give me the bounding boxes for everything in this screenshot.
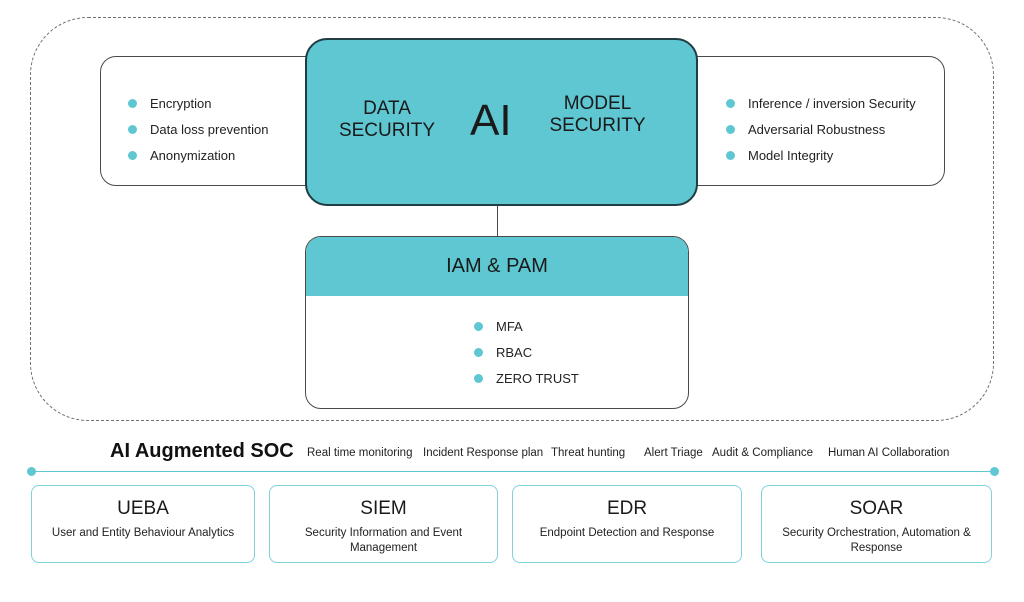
card-subtitle: Security Information and Event Managemen… (304, 527, 463, 554)
bullet-dot-icon (474, 373, 483, 383)
list-item: Encryption (128, 90, 269, 116)
timeline-end-dot-icon (990, 467, 999, 476)
list-item: RBAC (474, 339, 579, 365)
list-item: ZERO TRUST (474, 365, 579, 391)
soc-title: AI Augmented SOC (110, 440, 294, 462)
bullet-dot-icon (726, 98, 735, 108)
bullet-dot-icon (474, 321, 483, 331)
soar-card: SOAR Security Orchestration, Automation … (761, 485, 992, 563)
model-security-label: MODEL SECURITY (549, 93, 646, 136)
bullet-dot-icon (128, 124, 137, 134)
model-security-list: Inference / inversion Security Adversari… (726, 90, 916, 168)
card-subtitle: Security Orchestration, Automation & Res… (782, 527, 971, 554)
edr-card: EDR Endpoint Detection and Response (512, 485, 742, 563)
connector-line (497, 206, 499, 236)
bullet-dot-icon (726, 124, 735, 134)
list-item: Data loss prevention (128, 116, 269, 142)
list-item: Adversarial Robustness (726, 116, 916, 142)
data-security-label: DATA SECURITY (338, 98, 436, 141)
card-title: EDR (606, 498, 648, 519)
bullet-dot-icon (128, 98, 137, 108)
timeline-start-dot-icon (27, 467, 36, 476)
siem-card: SIEM Security Information and Event Mana… (269, 485, 498, 563)
list-item: MFA (474, 313, 579, 339)
card-title: SIEM (360, 498, 407, 519)
card-title: UEBA (117, 498, 169, 519)
soc-tag: Audit & Compliance (712, 447, 813, 459)
list-item: Anonymization (128, 142, 269, 168)
ai-security-boundary (30, 17, 994, 421)
card-subtitle: Endpoint Detection and Response (539, 527, 715, 539)
soc-tag: Threat hunting (551, 447, 626, 459)
card-subtitle: User and Entity Behaviour Analytics (51, 527, 235, 539)
ueba-card: UEBA User and Entity Behaviour Analytics (31, 485, 255, 563)
ai-core-pill (313, 55, 683, 185)
iam-pam-panel: IAM & PAM (305, 236, 689, 409)
iam-pam-list: MFA RBAC ZERO TRUST (474, 313, 579, 391)
ai-label: AI (470, 96, 512, 145)
data-security-list: Encryption Data loss prevention Anonymiz… (128, 90, 269, 168)
soc-tag: Incident Response plan (423, 447, 544, 459)
bullet-dot-icon (726, 150, 735, 160)
soc-tag: Human AI Collaboration (828, 447, 950, 459)
bullet-dot-icon (128, 150, 137, 160)
iam-pam-title: IAM & PAM (306, 237, 688, 296)
soc-timeline-line (31, 471, 995, 473)
soc-tag: Alert Triage (644, 447, 703, 459)
list-item: Inference / inversion Security (726, 90, 916, 116)
bullet-dot-icon (474, 347, 483, 357)
list-item: Model Integrity (726, 142, 916, 168)
card-title: SOAR (849, 498, 904, 519)
soc-tag: Real time monitoring (307, 447, 413, 459)
